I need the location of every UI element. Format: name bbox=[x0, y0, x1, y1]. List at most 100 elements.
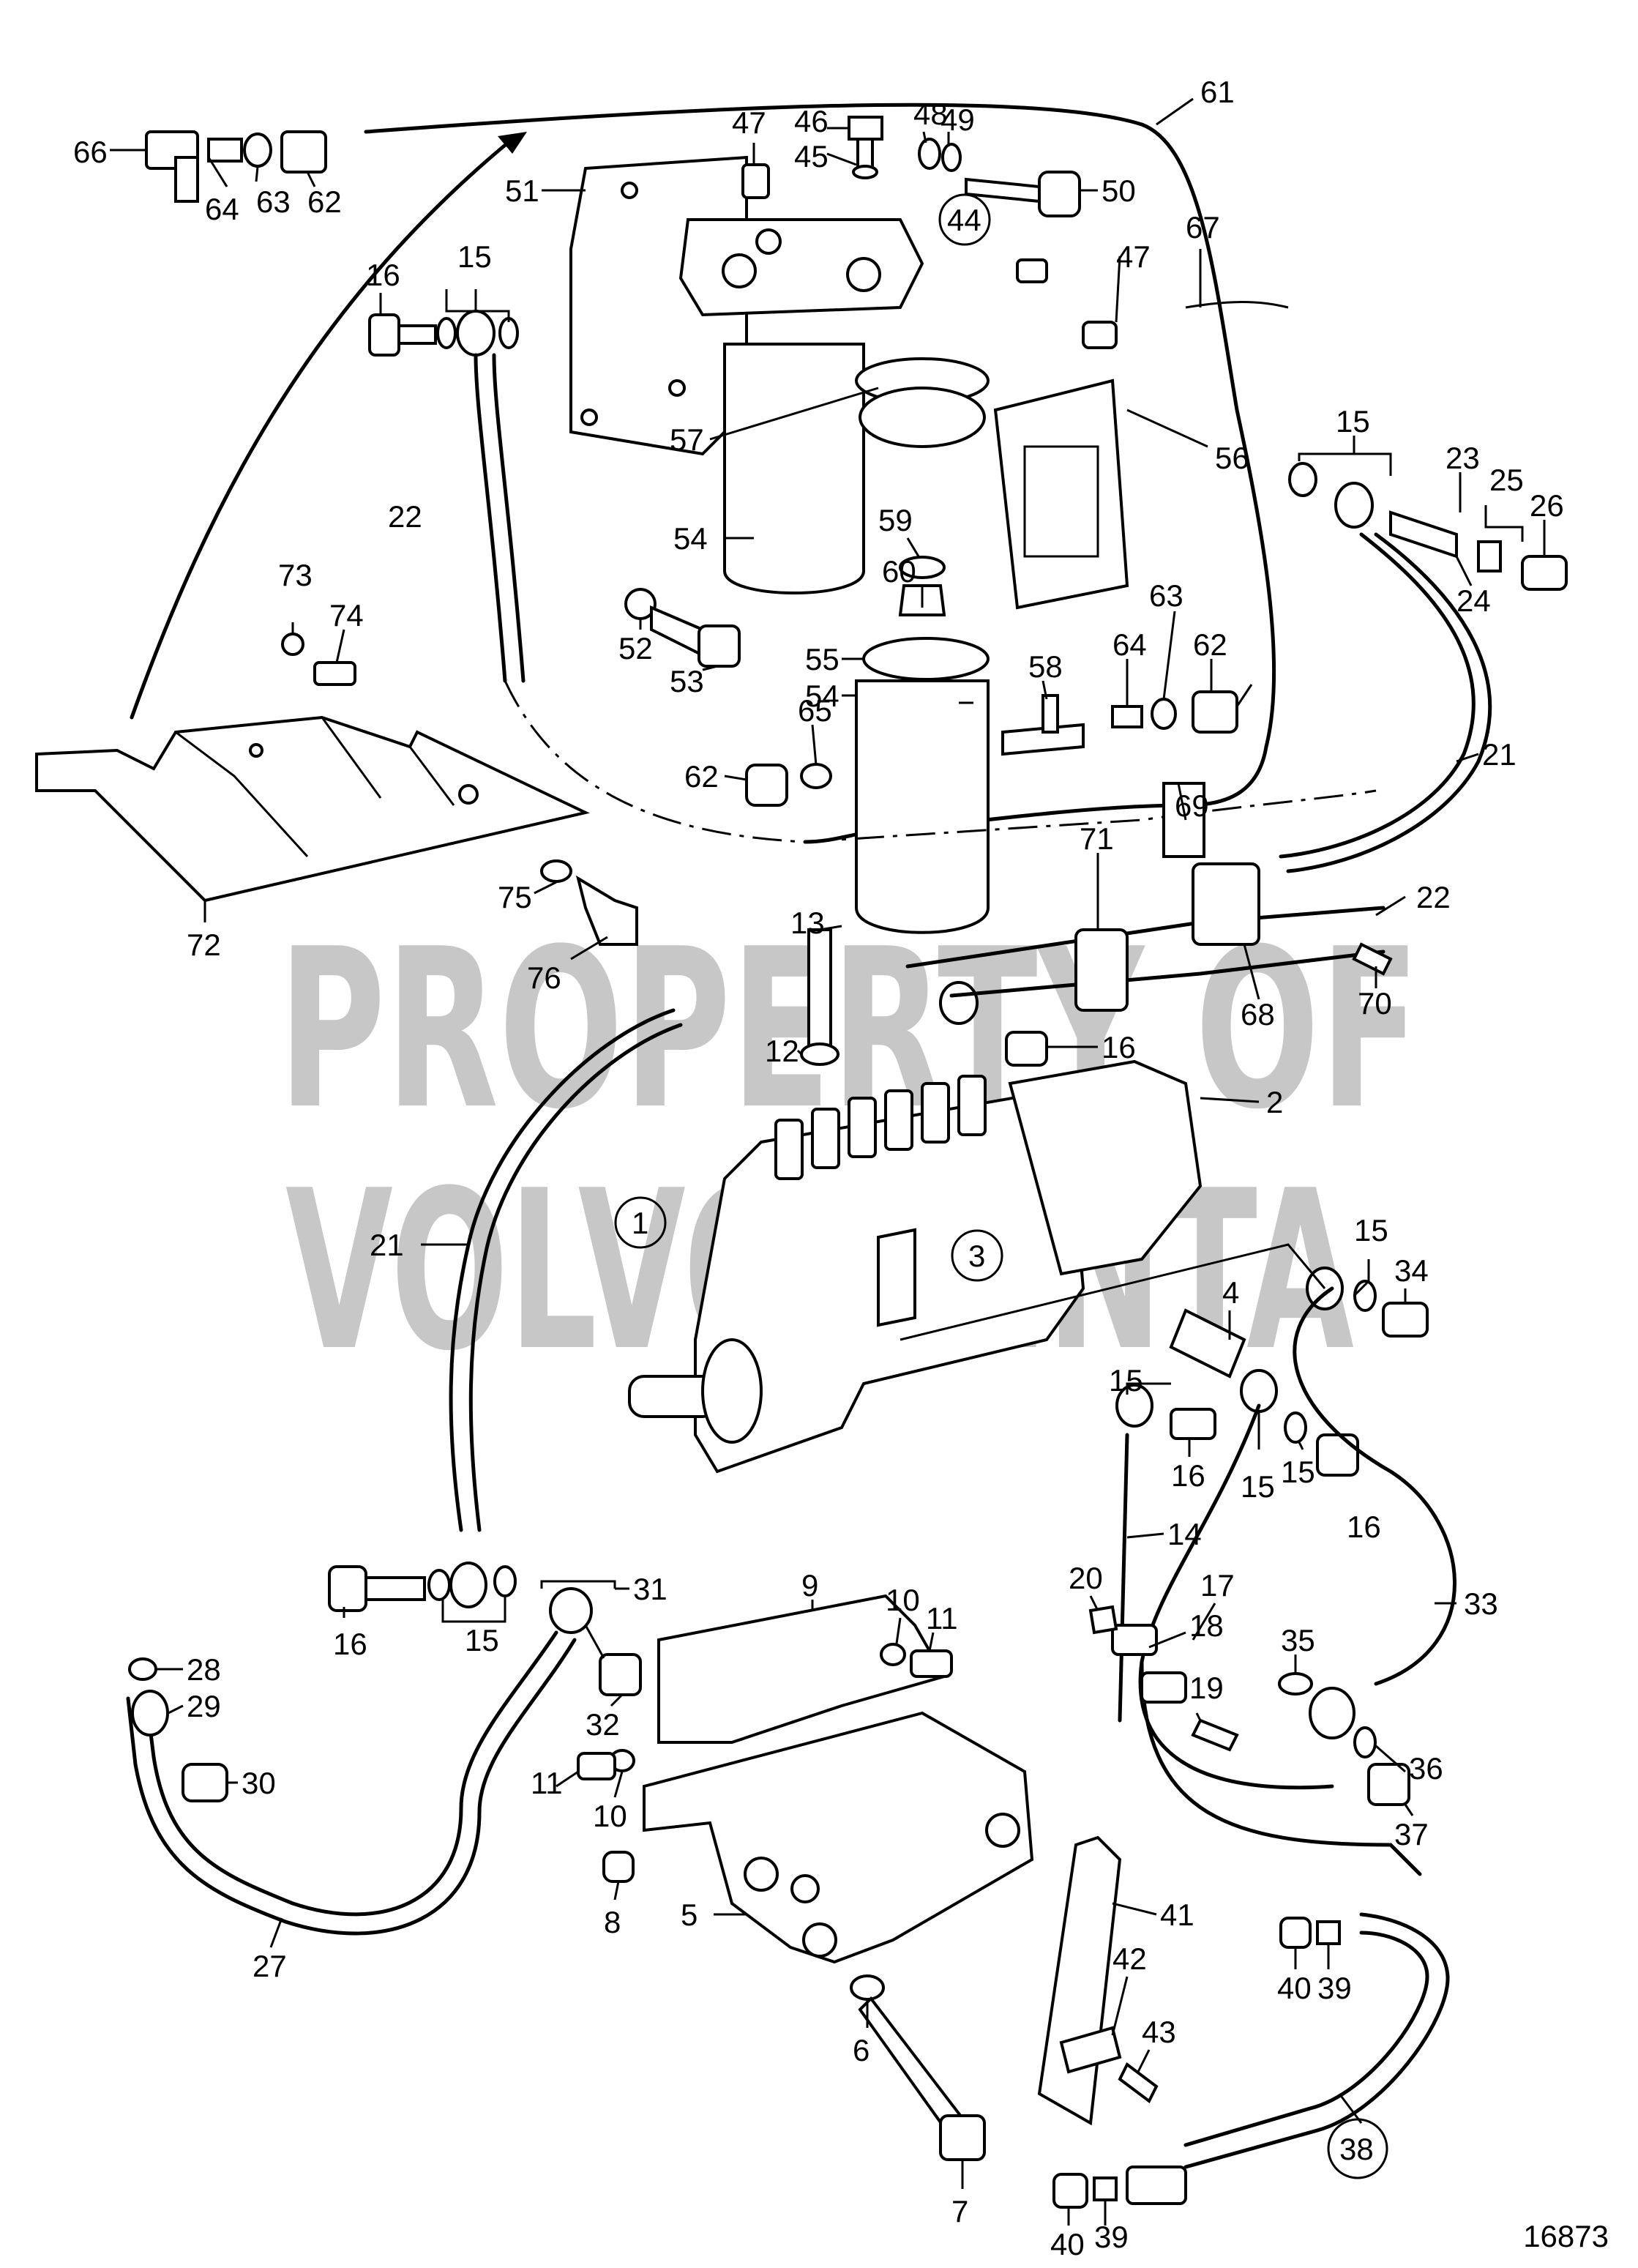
callout-label: 64 bbox=[1112, 627, 1147, 662]
callout-label: 34 bbox=[1394, 1253, 1429, 1288]
fitting-4 bbox=[1169, 1308, 1246, 1379]
bolt-7-head bbox=[939, 2114, 986, 2161]
washer-59 bbox=[899, 556, 946, 579]
callout-label: 33 bbox=[1464, 1586, 1498, 1621]
callout-label: 13 bbox=[790, 906, 825, 940]
callout-label: 26 bbox=[1530, 488, 1564, 523]
washer-45 bbox=[852, 165, 878, 179]
bolt-16-low bbox=[328, 1565, 367, 1612]
callout-label: 15 bbox=[1336, 404, 1370, 439]
callout-label: 74 bbox=[329, 598, 364, 633]
plug-47c bbox=[1082, 321, 1118, 349]
callout-label: 55 bbox=[805, 642, 839, 676]
callout-label: 68 bbox=[1241, 997, 1275, 1032]
nipple-39a bbox=[1316, 1920, 1341, 1945]
bolt-34 bbox=[1382, 1302, 1429, 1338]
callout-label: 16 bbox=[333, 1627, 367, 1661]
callout-label: 36 bbox=[1409, 1751, 1443, 1786]
callout-label: 42 bbox=[1112, 1941, 1147, 1976]
plug-47b bbox=[1016, 258, 1048, 283]
pump-governor-2 bbox=[1008, 1059, 1203, 1276]
callout-label: 19 bbox=[1189, 1671, 1224, 1705]
pipe-33 bbox=[1293, 1286, 1456, 1686]
callout-label: 63 bbox=[256, 184, 291, 219]
callout-label: 16 bbox=[1171, 1458, 1205, 1493]
heater-box-56 bbox=[993, 378, 1129, 610]
bolt-26 bbox=[1521, 555, 1568, 591]
banjo-15 bbox=[456, 310, 495, 357]
filter-canister-54-lower bbox=[855, 679, 990, 934]
callout-label: 59 bbox=[878, 503, 913, 537]
callout-label: 15 bbox=[1281, 1455, 1315, 1489]
washer-35 bbox=[1278, 1672, 1313, 1696]
callout-label: 39 bbox=[1094, 2220, 1129, 2254]
circled-callout: 38 bbox=[1339, 2132, 1374, 2166]
callout-label: 10 bbox=[886, 1583, 920, 1617]
washer-12 bbox=[800, 1042, 839, 1066]
clamp-71 bbox=[1074, 928, 1129, 1012]
callout-label: 27 bbox=[253, 1949, 287, 1983]
hose-22-left bbox=[474, 353, 507, 683]
callout-label: 50 bbox=[1102, 174, 1136, 208]
callout-label: 28 bbox=[187, 1652, 221, 1687]
callout-label: 45 bbox=[794, 139, 829, 174]
nipple-39b bbox=[1093, 2176, 1118, 2201]
bolt-13 bbox=[807, 928, 832, 1056]
callout-label: 66 bbox=[73, 135, 108, 169]
banjo-31 bbox=[549, 1587, 593, 1634]
callout-label: 40 bbox=[1050, 2227, 1085, 2261]
callout-label: 20 bbox=[1069, 1561, 1103, 1595]
bracket-5 bbox=[643, 1711, 1034, 1964]
shield-72 bbox=[35, 588, 741, 946]
callout-label: 52 bbox=[618, 631, 653, 665]
hose-21-right bbox=[1279, 532, 1476, 859]
callout-label: 21 bbox=[370, 1228, 404, 1262]
fitting-23 bbox=[1389, 510, 1458, 559]
callout-label: 30 bbox=[242, 1766, 276, 1800]
banjo-15b bbox=[1334, 482, 1374, 529]
clamp-18b bbox=[1140, 1671, 1187, 1704]
callout-label: 41 bbox=[1160, 1898, 1194, 1932]
clip-69 bbox=[1162, 782, 1205, 858]
callout-label: 15 bbox=[465, 1623, 499, 1657]
nut-62c bbox=[745, 764, 788, 807]
callout-label: 54 bbox=[673, 521, 708, 556]
bolt-16-r1 bbox=[1170, 1408, 1216, 1440]
nut-25 bbox=[1477, 540, 1502, 572]
callout-label: 58 bbox=[1028, 649, 1063, 684]
washer-75 bbox=[540, 859, 572, 883]
fitting-66-stem bbox=[174, 156, 199, 203]
callout-label: 2 bbox=[1266, 1085, 1283, 1119]
callout-label: 9 bbox=[801, 1568, 818, 1603]
callout-label: 39 bbox=[1317, 1971, 1352, 2005]
callout-label: 12 bbox=[765, 1034, 799, 1068]
pipe-14 bbox=[1118, 1433, 1129, 1723]
callout-label: 7 bbox=[951, 2194, 968, 2228]
callout-label: 46 bbox=[794, 104, 829, 138]
circled-callout: 1 bbox=[632, 1206, 648, 1240]
callout-label: 22 bbox=[1416, 880, 1451, 914]
hose-38 bbox=[1183, 1931, 1429, 2147]
callout-label: 24 bbox=[1456, 583, 1491, 618]
callout-label: 25 bbox=[1489, 463, 1524, 497]
callout-label: 61 bbox=[1200, 75, 1235, 109]
ring-63 bbox=[243, 133, 272, 168]
callout-label: 32 bbox=[586, 1707, 620, 1742]
callout-label: 40 bbox=[1277, 1971, 1312, 2005]
callout-label: 72 bbox=[187, 928, 221, 962]
callout-circle bbox=[951, 1229, 1003, 1282]
seal-57-inner bbox=[859, 387, 986, 448]
callout-label: 67 bbox=[1186, 210, 1220, 245]
hose-21-left bbox=[449, 1008, 676, 1532]
strap-41 bbox=[1037, 1835, 1122, 2126]
callout-label: 10 bbox=[593, 1799, 627, 1833]
filter-canister-54-upper bbox=[723, 343, 865, 594]
callout-label: 16 bbox=[366, 258, 400, 292]
washer-73 bbox=[281, 633, 304, 656]
screw-43 bbox=[1118, 2062, 1159, 2104]
callout-label: 16 bbox=[1102, 1030, 1136, 1064]
callout-label: 64 bbox=[205, 192, 239, 226]
callout-label: 15 bbox=[457, 239, 492, 274]
filter-head bbox=[678, 218, 924, 317]
